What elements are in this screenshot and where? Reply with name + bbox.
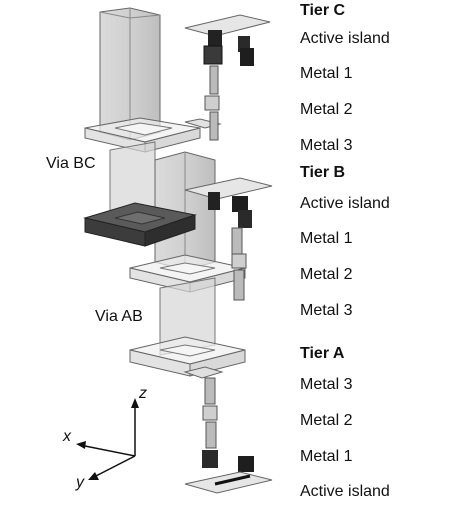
tier-a-metal-2: Metal 2	[300, 412, 353, 429]
tier-b-dark-slab	[83, 202, 197, 247]
x-axis-label: x	[63, 428, 71, 445]
tier-c-metal-2: Metal 2	[300, 101, 353, 118]
via-bc-label: Via BC	[46, 155, 96, 172]
tier-c-metal-3: Metal 3	[300, 137, 353, 154]
tier-a-metal-1: Metal 1	[300, 448, 353, 465]
y-axis-label: y	[76, 474, 84, 491]
tier-b-metal-3: Metal 3	[300, 302, 353, 319]
tier-b-label: Tier B	[300, 164, 346, 181]
tier-a-label: Tier A	[300, 345, 345, 362]
tier-b-stack	[184, 177, 273, 301]
axes-triad	[76, 398, 139, 480]
tier-b-metal-2: Metal 2	[300, 266, 353, 283]
tier-a-stack	[184, 377, 273, 494]
tier-c-metal-1: Metal 1	[300, 65, 353, 82]
via-ab-column	[154, 151, 216, 271]
tier-b-active-island: Active island	[300, 195, 390, 212]
tier-c-active-island: Active island	[300, 30, 390, 47]
tier-c-stack	[184, 14, 271, 141]
tier-c-label: Tier C	[300, 2, 346, 19]
tier-b-metal-1: Metal 1	[300, 230, 353, 247]
z-axis-label: z	[139, 385, 147, 402]
tier-a-active-island: Active island	[300, 483, 390, 500]
tier-a-metal3-frame	[129, 336, 246, 379]
tier-a-metal-3: Metal 3	[300, 376, 353, 393]
via-ab-label: Via AB	[95, 308, 143, 325]
